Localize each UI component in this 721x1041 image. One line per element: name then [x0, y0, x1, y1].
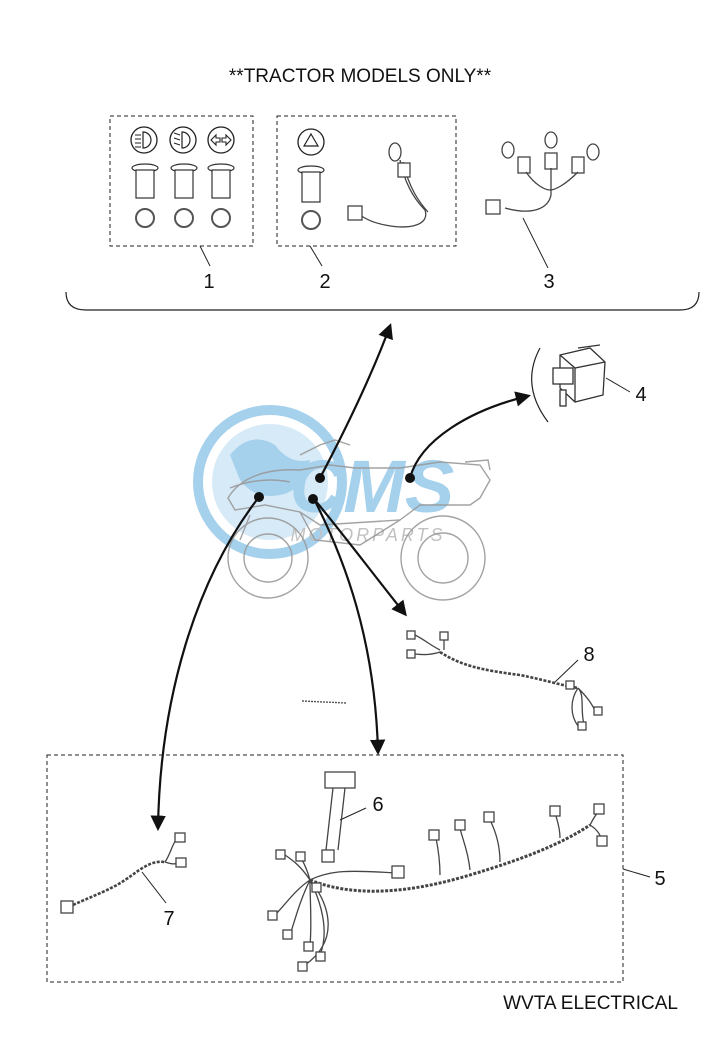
- watermark-brand: CMS: [290, 445, 454, 528]
- page-title: **TRACTOR MODELS ONLY**: [229, 66, 492, 87]
- group-brace: [65, 291, 700, 311]
- part-group-5[interactable]: [267, 803, 651, 972]
- footer-label: WVTA ELECTRICAL: [503, 993, 678, 1014]
- part-group-6[interactable]: [321, 771, 367, 863]
- retaining-rings: [135, 208, 231, 228]
- leader-2: [309, 245, 323, 267]
- bulb-harness-2: [347, 142, 429, 228]
- callout-7[interactable]: 7: [163, 908, 174, 930]
- switch-bodies: [131, 163, 235, 199]
- callout-4[interactable]: 4: [635, 384, 646, 406]
- headlight-icon: [130, 126, 158, 154]
- hazard-triangle-icon: [297, 128, 325, 156]
- low-beam-icon: [169, 126, 197, 154]
- part-group-2[interactable]: [276, 115, 457, 247]
- callout-1[interactable]: 1: [203, 271, 214, 293]
- part-group-4[interactable]: [531, 344, 631, 423]
- part-group-7[interactable]: [60, 832, 187, 914]
- main-harness-box: [46, 754, 624, 983]
- part-group-3[interactable]: [485, 131, 600, 269]
- callout-5[interactable]: 5: [654, 868, 665, 890]
- callout-2[interactable]: 2: [319, 271, 330, 293]
- part-group-8[interactable]: [406, 630, 603, 731]
- turn-signal-icon: [207, 126, 235, 154]
- hazard-switch-body: [297, 165, 325, 230]
- callout-3[interactable]: 3: [543, 271, 554, 293]
- part-group-1[interactable]: [109, 115, 254, 247]
- arrow-origin-dots: [254, 473, 415, 504]
- stray-mark: [301, 700, 347, 704]
- leader-1: [199, 245, 211, 267]
- atv-illustration: [227, 439, 491, 601]
- callout-8[interactable]: 8: [583, 644, 594, 666]
- watermark-sub: MOTORPARTS: [290, 525, 445, 545]
- callout-arrows: [150, 323, 531, 832]
- callout-6[interactable]: 6: [372, 794, 383, 816]
